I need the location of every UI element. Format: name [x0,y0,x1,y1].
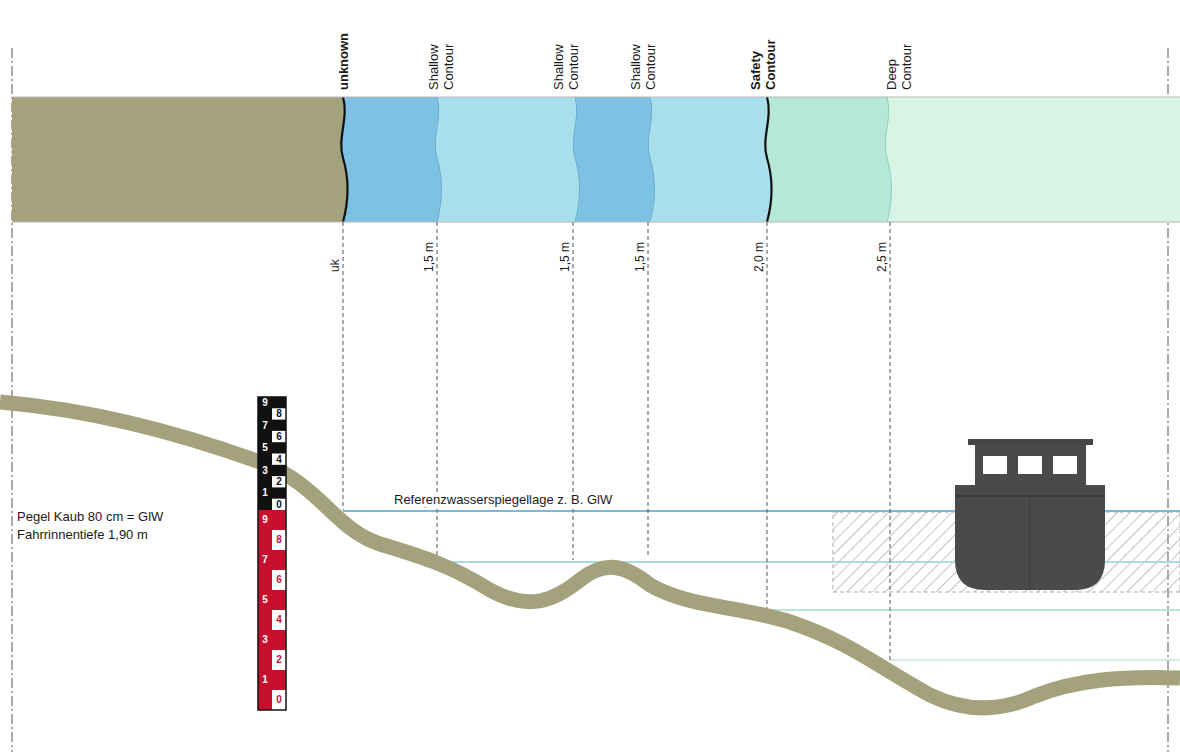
water-gauge [258,397,286,710]
gauge-number: 5 [258,590,272,610]
gauge-number: 4 [272,454,286,465]
gauge-number: 9 [258,510,272,530]
depth-area [12,97,655,222]
depth-area [12,97,442,222]
column-heading: Shallow Contour [551,30,581,90]
depth-area [12,97,1180,222]
contour-boundary [573,97,579,222]
gauge-number: 1 [258,670,272,690]
column-heading: Safety Contour [748,30,778,90]
contour-level-line [890,659,1180,661]
contour-boundary [435,97,441,222]
depth-value: 2,0 m [752,222,766,272]
gauge-cell [272,650,286,670]
gauge-number: 7 [258,420,272,431]
depth-value: 1,5 m [422,222,436,272]
gauge-number: 1 [258,487,272,498]
gauge-cell [272,690,286,710]
water-gauge-outline [258,397,286,710]
reference-level-label: Referenzwasserspiegellage z. B. GlW [392,492,614,507]
column-heading: Shallow Contour [426,30,456,90]
column-heading: unknown [336,0,351,90]
gauge-cell [272,530,286,550]
gauge-note: Fahrrinnentiefe 1,90 m [17,527,148,542]
gauge-cell [272,570,286,590]
gauge-number: 3 [258,465,272,476]
depth-area [12,97,892,222]
depth-value: uk [328,222,342,272]
contour-boundary [341,97,347,222]
gauge-number: 3 [258,630,272,650]
gauge-number: 8 [272,530,286,550]
depth-area [12,97,772,222]
depth-value: 2,5 m [875,222,889,272]
gauge-number: 9 [258,397,272,408]
contour-boundary [765,97,771,222]
contour-boundary [885,97,891,222]
depth-area-band [12,97,1180,222]
contour-level-line [767,609,1180,611]
gauge-cell [272,610,286,630]
gauge-number: 7 [258,550,272,570]
depth-area [12,97,580,222]
gauge-number: 2 [272,650,286,670]
gauge-number: 6 [272,570,286,590]
river-bed [0,402,1180,708]
gauge-cell [272,431,286,442]
column-heading: Shallow Contour [628,30,658,90]
gauge-number: 6 [272,431,286,442]
gauge-number: 0 [272,499,286,510]
ship [955,439,1105,590]
contour-boundary [648,97,654,222]
band-edge [12,97,1180,98]
gauge-number: 0 [272,690,286,710]
gauge-cell [272,454,286,465]
gauge-number: 5 [258,442,272,453]
depth-area [12,97,348,222]
gauge-number: 4 [272,610,286,630]
depth-value: 1,5 m [633,222,647,272]
gauge-cell [272,499,286,510]
gauge-number: 8 [272,408,286,419]
column-heading: Deep Contour [884,30,914,90]
gauge-cell [272,476,286,487]
gauge-cell [272,408,286,419]
contour-drop-lines [343,222,890,660]
depth-value: 1,5 m [558,222,572,272]
gauge-number: 2 [272,476,286,487]
gauge-note: Pegel Kaub 80 cm = GlW [17,509,163,524]
band-edge [12,222,1180,223]
